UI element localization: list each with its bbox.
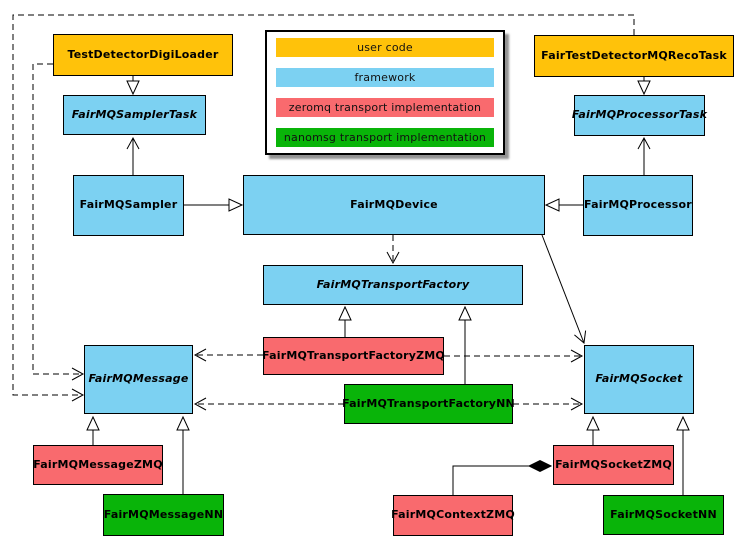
node-fairmq-transport-factory: FairMQTransportFactory [263,265,523,305]
node-label: FairMQProcessorTask [571,108,708,122]
node-label: FairTestDetectorMQRecoTask [541,48,727,62]
node-label: FairMQMessage [88,372,189,386]
legend-item-nanomsg: nanomsg transport implementation [276,128,494,147]
node-label: FairMQTransportFactoryNN [342,396,515,410]
node-label: FairMQSamplerTask [71,107,198,121]
legend-item-zeromq: zeromq transport implementation [276,98,494,117]
node-label: FairMQTransportFactory [316,277,470,291]
node-label: FairMQContextZMQ [391,508,515,522]
edge-contextzmq-socketzmq [452,459,553,495]
node-label: FairMQProcessor [584,198,692,212]
node-fairmq-message-nn: FairMQMessageNN [103,494,224,536]
node-fairmq-socket-nn: FairMQSocketNN [603,495,724,535]
legend-label: user code [357,41,413,54]
node-fairmq-message: FairMQMessage [84,345,193,414]
node-label: FairMQSocketZMQ [555,457,672,471]
legend-item-framework: framework [276,68,494,87]
legend-label: zeromq transport implementation [288,101,482,114]
node-label: FairMQDevice [350,197,438,211]
node-label: FairMQMessageZMQ [33,457,163,471]
node-label: TestDetectorDigiLoader [67,47,219,61]
node-fairmq-device: FairMQDevice [243,175,545,235]
edge-digiloader-message [32,63,85,381]
node-fairmq-processor: FairMQProcessor [583,175,693,236]
node-label: FairMQSocket [595,372,683,386]
node-label: FairMQTransportFactoryZMQ [262,348,445,362]
legend-label: framework [354,71,416,84]
node-fairmq-sampler: FairMQSampler [73,175,184,236]
legend: user code framework zeromq transport imp… [265,30,505,155]
node-fairmq-socket: FairMQSocket [584,345,694,414]
node-fairmq-transport-factory-zmq: FairMQTransportFactoryZMQ [262,337,445,375]
node-fairmq-processor-task: FairMQProcessorTask [571,95,708,136]
node-label: FairMQSampler [79,198,178,212]
node-fairmq-sampler-task: FairMQSamplerTask [63,95,206,135]
edge-recotask-message [12,14,635,402]
node-label: FairMQMessageNN [103,507,224,521]
legend-item-user-code: user code [276,38,494,57]
legend-label: nanomsg transport implementation [283,131,487,144]
node-fairmq-socket-zmq: FairMQSocketZMQ [553,445,674,485]
node-test-detector-digi-loader: TestDetectorDigiLoader [53,34,233,76]
edge-device-socket [541,234,587,344]
node-fairmq-transport-factory-nn: FairMQTransportFactoryNN [342,384,515,424]
node-fairmq-message-zmq: FairMQMessageZMQ [33,445,163,485]
node-label: FairMQSocketNN [610,507,717,521]
node-fairmq-context-zmq: FairMQContextZMQ [391,495,515,536]
node-fair-test-detector-mq-reco-task: FairTestDetectorMQRecoTask [534,35,734,77]
